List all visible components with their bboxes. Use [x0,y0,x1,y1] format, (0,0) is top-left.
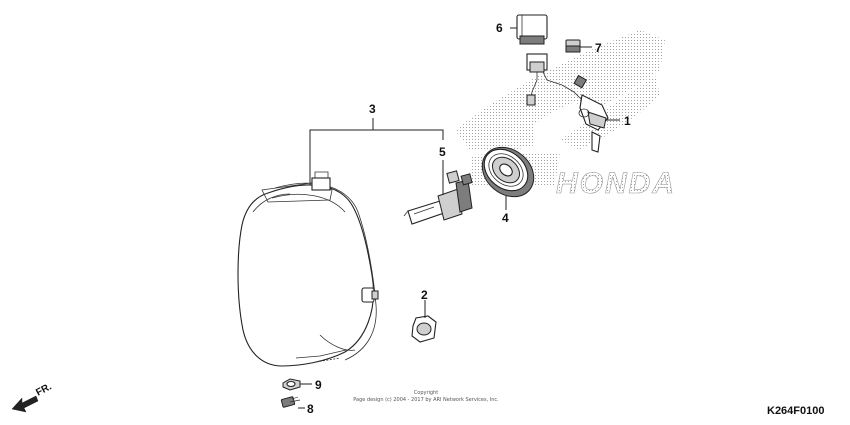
sub-harness [526,53,609,153]
callout-4: 4 [502,211,509,225]
honda-watermark-text: HONDA [556,167,676,200]
connector-cap [565,39,581,53]
grommet [411,315,437,343]
copyright-line-2: Page design (c) 2004 - 2017 by ARI Netwo… [353,397,499,403]
front-direction-label: FR. [34,381,54,398]
screw-bolt [280,396,301,408]
callout-5: 5 [439,145,446,159]
headlight-unit [237,171,379,367]
callout-3: 3 [369,102,376,116]
relay [516,14,548,45]
callout-7: 7 [595,41,602,55]
callout-2: 2 [421,288,428,302]
callout-9: 9 [315,378,322,392]
copyright-line-1: Copyright [414,390,438,396]
callout-1: 1 [624,114,631,128]
headlight-bulb [403,170,473,225]
clip-nut [282,378,301,391]
diagram-code: K264F0100 [767,405,825,417]
dust-cover [481,146,535,198]
front-direction-arrow: FR. [11,381,54,413]
callout-6: 6 [496,21,503,35]
callout-8: 8 [307,402,314,416]
leader-lines [298,27,620,409]
